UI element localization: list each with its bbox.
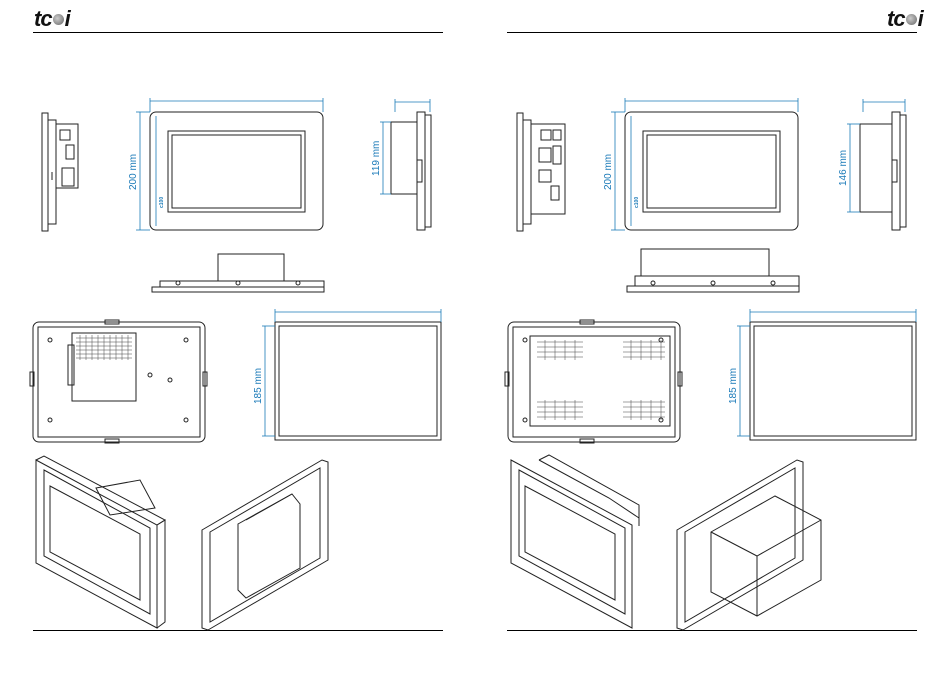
- model-label: c100: [159, 197, 165, 208]
- frame-view: [750, 322, 916, 440]
- dim-frame-height-label: 185 mm: [728, 368, 739, 404]
- dim-depth-label: 146 mm: [838, 150, 849, 186]
- iso-view-front: [36, 456, 165, 628]
- dim-frame-height-label: 185 mm: [253, 368, 264, 404]
- right-technical-drawing: 200 mm 146 mm 185 mm c100: [475, 0, 950, 674]
- side-view-right: [391, 112, 431, 230]
- back-view: [30, 320, 207, 443]
- left-technical-drawing: 200 mm 119 mm 185 mm c100: [0, 0, 475, 674]
- front-view: [150, 112, 323, 230]
- side-view-right: [860, 112, 906, 230]
- vent-grid-right: [537, 340, 665, 420]
- model-label: c100: [634, 197, 640, 208]
- iso-view-front: [511, 455, 639, 628]
- dim-depth-label: 119 mm: [371, 141, 382, 176]
- front-view: [625, 112, 798, 230]
- iso-view-back: [677, 460, 821, 630]
- side-view-left: [42, 113, 78, 231]
- back-view: [505, 320, 682, 443]
- dimension-lines-left: [136, 98, 441, 436]
- dim-height-label: 200 mm: [128, 154, 139, 190]
- bottom-view: [152, 254, 324, 292]
- iso-view-back: [202, 460, 328, 630]
- bottom-view: [627, 249, 799, 292]
- dim-height-label: 200 mm: [603, 154, 614, 190]
- side-view-left: [517, 113, 565, 231]
- frame-view: [275, 322, 441, 440]
- vent-grid-left: [76, 335, 132, 360]
- dimension-lines-right: [611, 98, 916, 436]
